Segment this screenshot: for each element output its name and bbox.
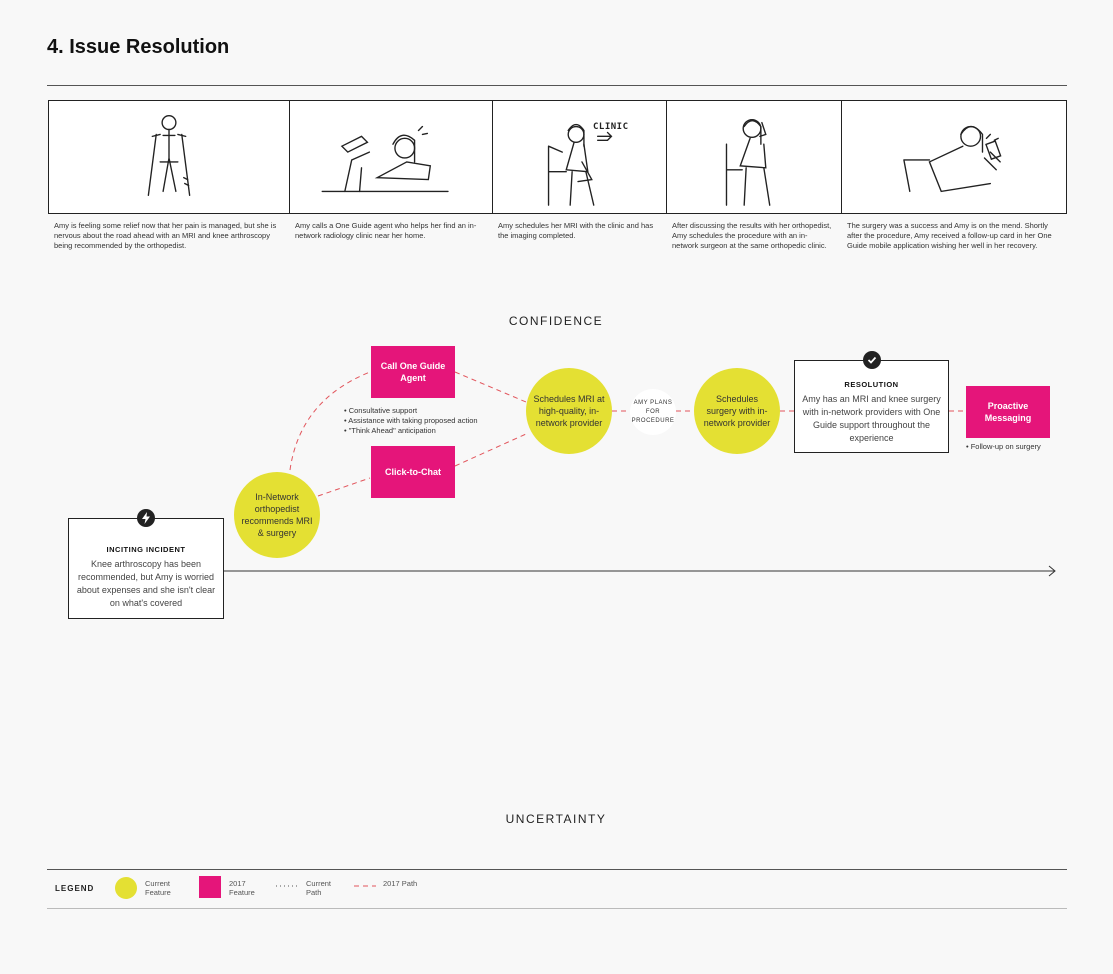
page-title: 4. Issue Resolution: [47, 36, 230, 58]
legend-2017-feature-label: 2017 Feature: [229, 879, 255, 897]
storyboard-panel-5: [841, 100, 1067, 214]
legend-2017-path-label: 2017 Path: [383, 879, 418, 888]
amy-plans-node: AMY PLANS FOR PROCEDURE: [630, 389, 676, 435]
legend-current-feature-label: Current Feature: [145, 879, 171, 897]
schedules-surgery-node: Schedules surgery with in-network provid…: [694, 368, 780, 454]
storyboard-caption-3: Amy schedules her MRI with the clinic an…: [498, 221, 654, 240]
legend-title: LEGEND: [55, 884, 95, 893]
inciting-incident-heading: INCITING INCIDENT: [106, 545, 186, 554]
storyboard-panel-3: [492, 100, 667, 214]
timeline-axis: [223, 565, 1056, 577]
agent-bullet-1: Consultative support: [344, 406, 524, 416]
clinic-sign: CLINIC: [593, 122, 629, 132]
proactive-feature-bullets: Follow-up on surgery: [966, 442, 1066, 452]
legend-bottom-divider: [47, 908, 1067, 909]
agent-bullet-3: "Think Ahead" anticipation: [344, 426, 524, 436]
path-ortho-to-chat: [317, 477, 371, 497]
inciting-incident-text: Knee arthroscopy has been recommended, b…: [76, 559, 216, 608]
confidence-label: CONFIDENCE: [508, 314, 604, 328]
clinic-illustration: [547, 123, 613, 206]
storyboard-caption-1: Amy is feeling some relief now that her …: [54, 221, 277, 250]
phone-seated-illustration: [725, 118, 771, 206]
lightning-icon: [137, 509, 155, 527]
path-chat-to-mri: [454, 433, 527, 467]
orthopedist-recommends-node: In-Network orthopedist recommends MRI & …: [234, 472, 320, 558]
legend-2017-path-swatch: [354, 885, 376, 887]
resolution-heading: RESOLUTION: [844, 380, 899, 389]
legend-current-path-label: Current Path: [306, 879, 332, 897]
legend-top-divider: [47, 869, 1067, 870]
crutches-illustration: [147, 115, 191, 197]
path-call-to-mri: [454, 371, 527, 403]
resolution-text: Amy has an MRI and knee surgery with in-…: [802, 394, 941, 443]
click-to-chat-node: Click-to-Chat: [371, 446, 455, 498]
resolution-box: RESOLUTION Amy has an MRI and knee surge…: [794, 360, 949, 453]
storyboard-panel-4: [666, 100, 842, 214]
legend-2017-feature-swatch: [199, 876, 221, 898]
storyboard-panel-1: [48, 100, 290, 214]
agent-feature-bullets: Consultative support Assistance with tak…: [344, 406, 524, 436]
path-ortho-to-call: [289, 371, 371, 471]
schedules-mri-node: Schedules MRI at high-quality, in-networ…: [526, 368, 612, 454]
storyboard-caption-4: After discussing the results with her or…: [672, 221, 832, 250]
legend-current-feature-swatch: [115, 877, 137, 899]
storyboard-panel-2: [289, 100, 493, 214]
phone-call-illustration: [321, 125, 449, 193]
legend-current-path-swatch: [276, 885, 298, 887]
call-one-guide-agent-node: Call One Guide Agent: [371, 346, 455, 398]
uncertainty-label: UNCERTAINTY: [505, 812, 607, 826]
recovery-illustration: [903, 125, 1002, 193]
proactive-bullet-1: Follow-up on surgery: [966, 442, 1066, 452]
proactive-messaging-node: Proactive Messaging: [966, 386, 1050, 438]
storyboard-caption-2: Amy calls a One Guide agent who helps he…: [295, 221, 477, 240]
agent-bullet-2: Assistance with taking proposed action: [344, 416, 524, 426]
title-divider: [47, 85, 1067, 86]
check-icon: [863, 351, 881, 369]
storyboard-caption-5: The surgery was a success and Amy is on …: [847, 221, 1052, 250]
inciting-incident-box: INCITING INCIDENT Knee arthroscopy has b…: [68, 518, 224, 619]
